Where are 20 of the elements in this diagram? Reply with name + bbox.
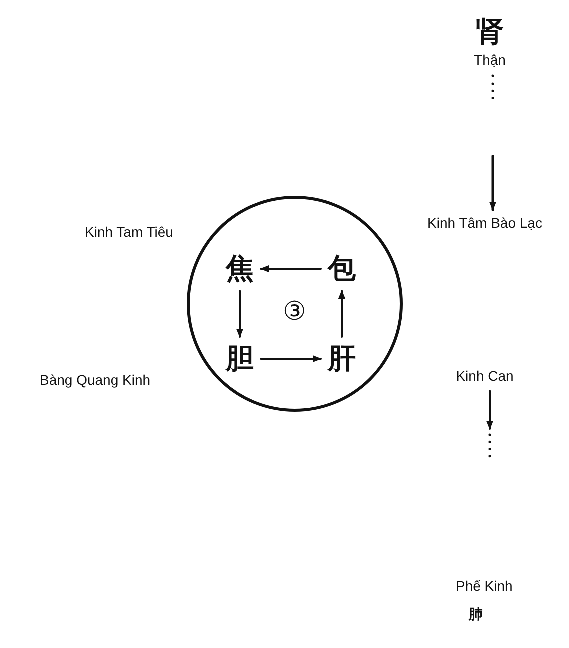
arrow	[489, 74, 497, 212]
arrow	[260, 265, 322, 273]
meridian-name: Kinh Can	[456, 368, 514, 384]
meridian-name: 肺	[469, 608, 483, 622]
meridian-name: Bàng Quang Kinh	[40, 372, 151, 388]
chinese-character: 焦	[226, 255, 254, 283]
chinese-character: 肝	[328, 345, 356, 373]
circle	[187, 196, 403, 412]
meridian-name: Phế Kinh	[456, 578, 513, 594]
arrow	[260, 355, 322, 363]
circled-number: ③	[283, 297, 306, 327]
meridian-name: Kinh Tam Tiêu	[85, 224, 174, 240]
chinese-character: 肾	[476, 18, 504, 46]
meridian-name: Kinh Tâm Bào Lạc	[428, 215, 542, 231]
arrow	[486, 390, 494, 430]
chinese-character: 包	[328, 255, 356, 283]
meridian-name: Thận	[474, 52, 506, 68]
chinese-character: 胆	[226, 345, 254, 373]
arrow	[338, 290, 346, 338]
arrow	[236, 290, 244, 338]
